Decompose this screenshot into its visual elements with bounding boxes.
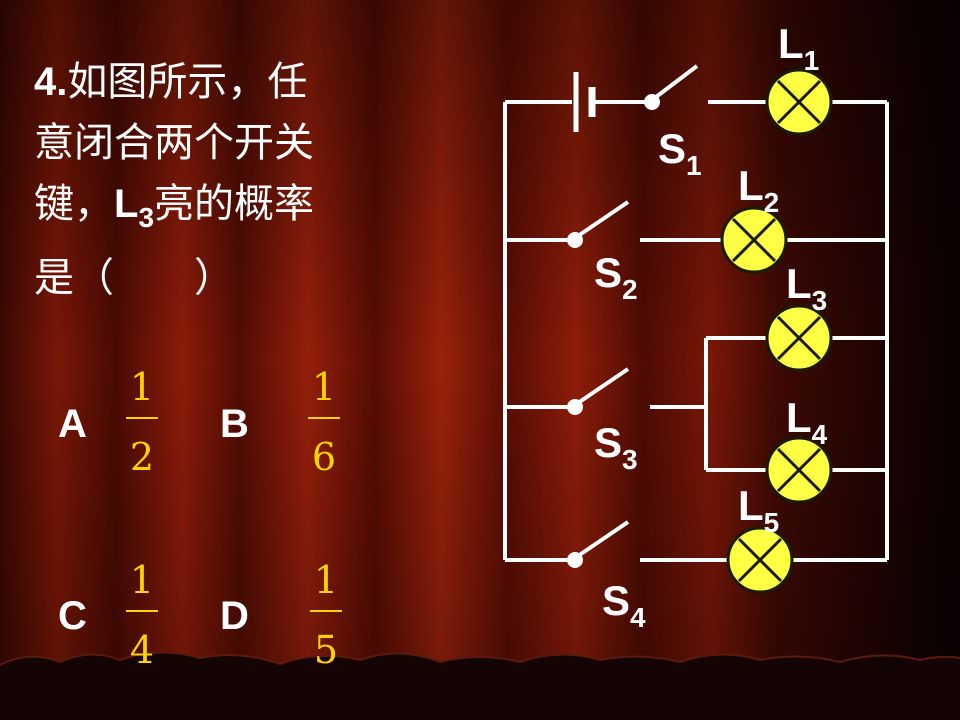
option-d-denominator: 5 — [313, 628, 339, 672]
option-b-letter[interactable]: B — [220, 402, 249, 446]
option-b-numerator: 1 — [311, 365, 337, 409]
fraction-bar — [308, 417, 340, 419]
switch-s3-icon[interactable] — [567, 367, 630, 415]
fraction-bar — [126, 610, 158, 612]
option-d-letter[interactable]: D — [220, 594, 249, 638]
question-line-2: 意闭合两个开关 — [34, 120, 314, 166]
switch-s2-icon[interactable] — [567, 200, 630, 248]
switch-s3-label: S3 — [594, 419, 638, 475]
lamp-l3-icon — [765, 304, 833, 372]
lamp-l5-label: L5 — [738, 482, 779, 538]
question-line-3-pre: 键， — [34, 181, 114, 227]
question-line-1-text: 如图所示，任 — [67, 59, 308, 105]
question-number: 4. — [34, 60, 68, 104]
switch-s2-label: S2 — [594, 249, 638, 305]
question-lamp-symbol: L — [114, 182, 139, 226]
switch-s1-icon[interactable] — [644, 64, 699, 110]
question-line-3-post: 亮的概率 — [154, 181, 315, 227]
fraction-bar — [310, 610, 342, 612]
switch-s1-label: S1 — [658, 125, 702, 181]
lamp-l2-label: L2 — [738, 162, 779, 218]
lamp-l5-icon — [726, 526, 794, 594]
question-lamp-subscript: 3 — [138, 202, 155, 233]
switch-s4-label: S4 — [602, 577, 646, 633]
switch-s4-icon[interactable] — [567, 520, 630, 568]
question-text: 4.如图所示，任 意闭合两个开关 键，L3亮的概率 是（ ） — [34, 52, 434, 309]
option-b-denominator: 6 — [311, 435, 337, 479]
option-a-numerator: 1 — [129, 365, 155, 409]
option-c-numerator: 1 — [129, 558, 155, 602]
lamp-l1-label: L1 — [778, 20, 819, 76]
question-line-4: 是（ ） — [34, 255, 234, 301]
lamp-l3-label: L3 — [786, 260, 827, 316]
circuit-wires — [503, 100, 889, 562]
lamp-l4-icon — [765, 436, 833, 504]
option-a-letter[interactable]: A — [58, 402, 87, 446]
question-line-1: 4.如图所示，任 — [34, 52, 434, 113]
lamp-l1-icon — [765, 68, 833, 136]
question-line-3: 键，L3亮的概率 — [34, 174, 434, 248]
option-c-denominator: 4 — [129, 628, 155, 672]
lamp-l4-label: L4 — [786, 394, 828, 450]
option-c-letter[interactable]: C — [58, 594, 87, 638]
battery-icon — [573, 72, 596, 132]
lamp-l2-icon — [720, 206, 788, 274]
option-a-denominator: 2 — [129, 435, 155, 479]
fraction-bar — [126, 417, 158, 419]
option-d-numerator: 1 — [313, 558, 339, 602]
